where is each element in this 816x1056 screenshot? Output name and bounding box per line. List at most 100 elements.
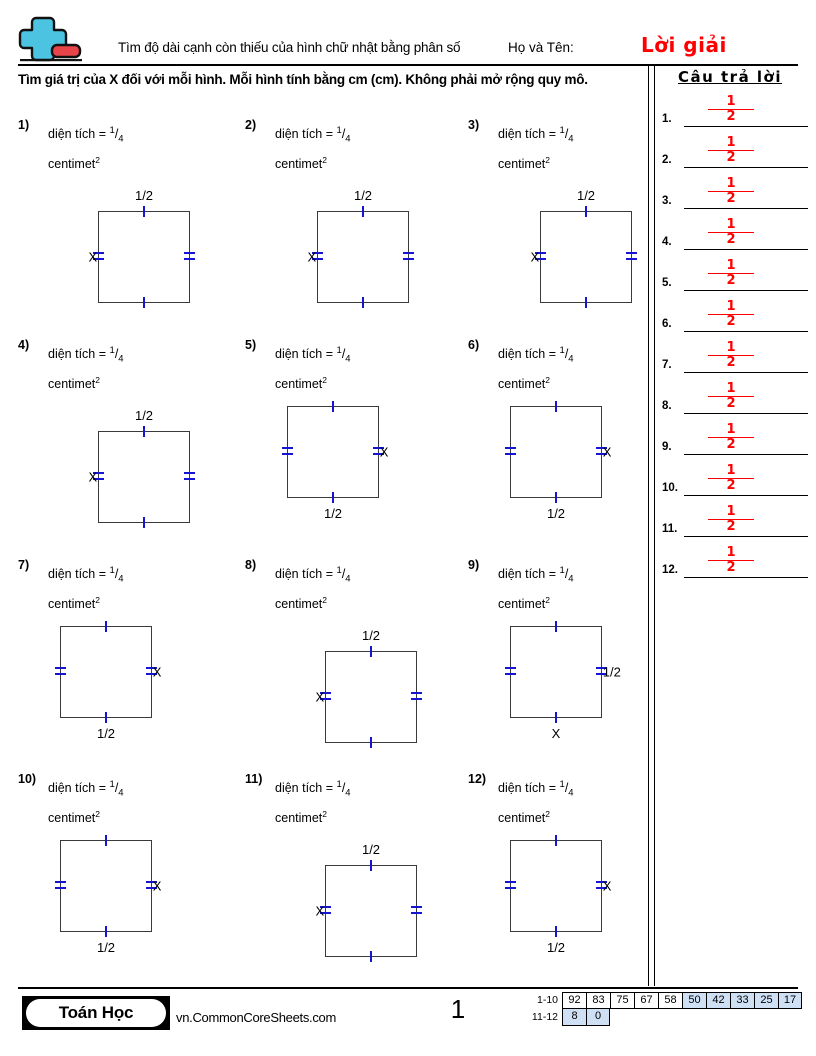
area-label: diện tích = [275, 127, 334, 142]
fraction-numerator: 1 [726, 340, 736, 355]
site-url: vn.CommonCoreSheets.com [176, 1010, 336, 1025]
answer-row-number: 9. [662, 441, 672, 453]
congruence-tick-mark [184, 252, 195, 254]
side-label-top: 1/2 [576, 188, 596, 203]
side-label-right: 1/2 [602, 664, 621, 680]
side-label-left: X [307, 249, 317, 265]
fraction-denominator: 2 [708, 273, 754, 288]
score-cell: 25 [754, 992, 778, 1009]
side-label-bottom: 1/2 [546, 506, 566, 521]
answer-row-number: 8. [662, 400, 672, 412]
answer-write-line[interactable] [684, 372, 808, 373]
congruence-tick-mark [93, 472, 104, 474]
side-label-top: 1/2 [361, 628, 381, 643]
answer-write-line[interactable] [684, 208, 808, 209]
congruence-tick-mark [555, 492, 557, 503]
instructions-text: Tìm giá trị của X đối với mỗi hình. Mỗi … [18, 72, 588, 87]
fraction-numerator: 1 [726, 217, 736, 232]
congruence-tick-mark [555, 835, 557, 846]
congruence-tick-mark [146, 673, 157, 675]
student-name-label: Họ và Tên: [508, 40, 574, 55]
problem-number: 2) [245, 118, 257, 132]
answer-write-line[interactable] [684, 495, 808, 496]
congruence-tick-mark [143, 297, 145, 308]
congruence-tick-mark [373, 447, 384, 449]
answer-write-line[interactable] [684, 167, 808, 168]
fraction-denominator: 2 [708, 519, 754, 534]
congruence-tick-mark [555, 712, 557, 723]
congruence-tick-mark [535, 252, 546, 254]
shape-area: 1/2 X [468, 820, 683, 970]
area-label: diện tích = [275, 781, 334, 796]
answer-key-badge: Lời giải [641, 33, 727, 57]
side-label-right: X [379, 444, 389, 460]
congruence-tick-mark [555, 621, 557, 632]
answer-write-line[interactable] [684, 413, 808, 414]
congruence-tick-mark [555, 926, 557, 937]
congruence-tick-mark [184, 472, 195, 474]
congruence-tick-mark [403, 252, 414, 254]
fraction-numerator: 1 [726, 94, 736, 109]
page-header: Tìm độ dài cạnh còn thiếu của hình chữ n… [0, 0, 816, 66]
unit-label: centimet2 [275, 594, 327, 611]
answer-write-line[interactable] [684, 331, 808, 332]
side-label-right: X [602, 878, 612, 894]
answer-write-line[interactable] [684, 454, 808, 455]
congruence-tick-mark [105, 926, 107, 937]
unit-label: centimet2 [48, 808, 100, 825]
congruence-tick-mark [555, 401, 557, 412]
answer-write-line[interactable] [684, 536, 808, 537]
answer-write-line[interactable] [684, 577, 808, 578]
side-label-top: 1/2 [361, 842, 381, 857]
problem-number: 1) [18, 118, 30, 132]
congruence-tick-mark [143, 426, 145, 437]
fraction-denominator: 2 [708, 314, 754, 329]
fraction-numerator: 1 [726, 258, 736, 273]
fraction-denominator: 2 [708, 355, 754, 370]
congruence-tick-mark [505, 667, 516, 669]
problem-number: 11) [245, 772, 263, 786]
answer-column-title: Câu trả lời [677, 68, 783, 86]
side-label-bottom: 1/2 [546, 940, 566, 955]
answer-write-line[interactable] [684, 290, 808, 291]
congruence-tick-mark [596, 447, 607, 449]
worksheet-title: Tìm độ dài cạnh còn thiếu của hình chữ n… [118, 40, 461, 55]
area-fraction: 1/4 [559, 779, 574, 799]
answer-write-line[interactable] [684, 126, 808, 127]
fraction-numerator: 1 [726, 422, 736, 437]
problem-number: 6) [468, 338, 480, 352]
answer-row-number: 12. [662, 564, 678, 576]
fraction-denominator: 2 [708, 478, 754, 493]
answer-write-line[interactable] [684, 249, 808, 250]
area-label: diện tích = [48, 781, 107, 796]
header-divider-rule [18, 64, 798, 66]
unit-label: centimet2 [498, 374, 550, 391]
